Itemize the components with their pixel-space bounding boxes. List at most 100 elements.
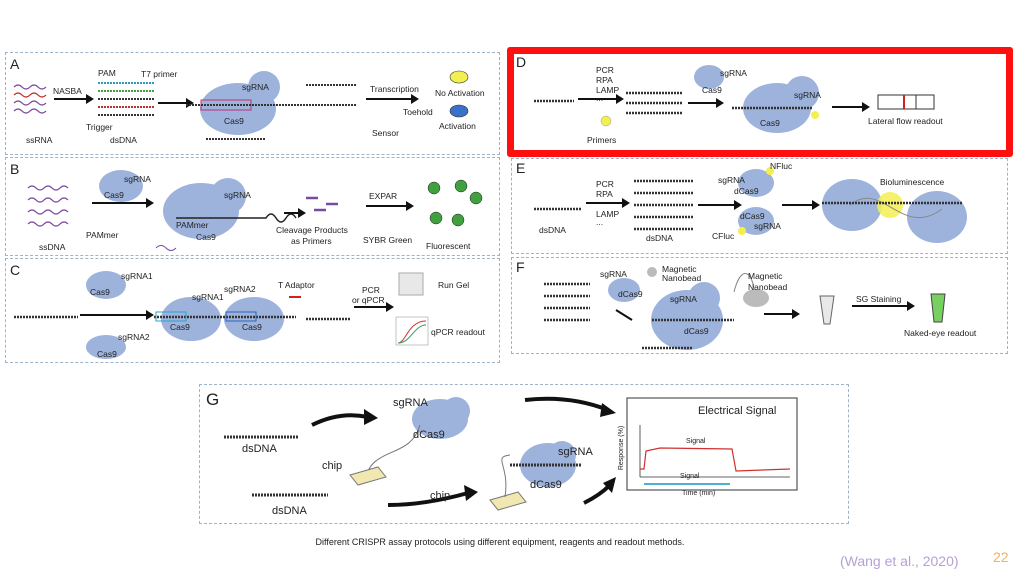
label-naked-eye-readout: Naked-eye readout [904, 328, 977, 338]
label-sgrna: sgRNA [794, 90, 821, 100]
label-lamp: LAMP [596, 85, 620, 95]
label-rpa: RPA [596, 189, 613, 199]
chart-label-signal-low: Signal [680, 473, 700, 480]
label-fluorescent: Fluorescent [426, 241, 471, 251]
label-dcas9-b: dCas9 [740, 211, 765, 221]
label-sgrna: sgRNA [224, 190, 251, 200]
label-t-adaptor: T Adaptor [278, 280, 315, 290]
label-or-qpcr: or qPCR [352, 295, 385, 305]
label-sgrna-small: sgRNA [720, 68, 747, 78]
label-sgrna1: sgRNA1 [121, 271, 153, 281]
panel-b-letter: B [10, 161, 20, 177]
label-pcr: PCR [596, 179, 614, 189]
chart-xlabel-time: Time (min) [682, 490, 716, 497]
label-chip-bottom: chip [430, 490, 451, 502]
label-pcr: PCR [596, 65, 614, 75]
figure-caption: Different CRISPR assay protocols using d… [315, 537, 685, 547]
label-as-primers: as Primers [291, 236, 332, 246]
label-cas9-c: Cas9 [242, 322, 262, 332]
label-dsdna: dsDNA [110, 135, 137, 145]
label-dcas9-big: dCas9 [684, 326, 709, 336]
label-pammer-small: PAMmer [176, 220, 209, 230]
panel-b: B sgRNA Cas9 sgRNA PAMmer Cas9 PAMmer Cl… [5, 157, 500, 256]
label-cas9-big: Cas9 [196, 232, 216, 242]
label-primers: Primers [587, 135, 617, 145]
label-t7-primer: T7 primer [141, 69, 178, 79]
label-dsdna-bottom: dsDNA [272, 505, 307, 517]
label-run-gel: Run Gel [438, 280, 470, 290]
label-sgrna: sgRNA [124, 174, 151, 184]
label-cas9-d: Cas9 [97, 349, 117, 359]
label-dcas9: dCas9 [618, 289, 643, 299]
label-ssrna: ssRNA [26, 135, 53, 145]
label-bioluminescence: Bioluminescence [880, 177, 945, 187]
label-pam: PAM [98, 68, 116, 78]
panel-e: E PCR RPA LAMP ... dsDNA dsDNA NFluc sgR… [511, 158, 1008, 254]
label-sensor: Sensor [372, 128, 399, 138]
citation: (Wang et al., 2020) [840, 553, 959, 569]
label-sgrna-top: sgRNA [393, 397, 428, 409]
label-ellipsis: ... [596, 93, 604, 103]
label-qpcr-readout: qPCR readout [431, 327, 485, 337]
label-cleavage-products: Cleavage Products [276, 225, 348, 235]
label-magnetic: Magnetic [748, 271, 783, 281]
label-lamp: LAMP [596, 209, 620, 219]
label-nanobead-small: Nanobead [662, 273, 702, 283]
label-sybr-green: SYBR Green [363, 235, 413, 245]
label-cas9: Cas9 [760, 118, 780, 128]
label-transcription: Transcription [370, 84, 419, 94]
label-dcas9: dCas9 [734, 186, 759, 196]
label-lateral-flow-readout: Lateral flow readout [868, 116, 943, 126]
panel-a-letter: A [10, 56, 20, 72]
label-pammer: PAMmer [86, 230, 119, 240]
panel-d: D PCR RPA LAMP ... Primers sgRNA Cas9 sg… [511, 52, 1008, 153]
panel-g: G dsDNA chip sgRNA dCas9 chip dsDNA sgRN… [199, 384, 849, 524]
label-dcas9-bottom: dCas9 [530, 479, 562, 491]
label-activation: Activation [439, 121, 476, 131]
panel-g-letter: G [206, 390, 220, 409]
label-nasba: NASBA [53, 86, 82, 96]
label-dsdna-top: dsDNA [242, 443, 277, 455]
panel-c-graphics [14, 271, 429, 359]
panel-e-letter: E [516, 160, 526, 176]
label-nfluc: NFluc [770, 161, 793, 171]
label-cas9: Cas9 [224, 116, 244, 126]
label-magnetic-small: Magnetic [662, 264, 697, 274]
label-toehold: Toehold [403, 107, 433, 117]
label-cas9-small: Cas9 [702, 85, 722, 95]
panel-g-graphics [224, 396, 798, 511]
label-pcr: PCR [362, 285, 380, 295]
label-sgrna: sgRNA [718, 175, 745, 185]
label-cas9-b: Cas9 [170, 322, 190, 332]
panel-a: A NASBA PAM T7 primer sgRNA Cas9 Transcr… [5, 52, 500, 155]
label-sgrna-b: sgRNA [754, 221, 781, 231]
label-expar: EXPAR [369, 191, 398, 201]
highlight-box [507, 47, 1013, 157]
label-ellipsis: ... [596, 217, 604, 227]
label-ssdna: ssDNA [39, 242, 66, 252]
panel-b-graphics [27, 170, 483, 251]
label-sgrna2: sgRNA2 [118, 332, 150, 342]
chart-label-signal-high: Signal [686, 438, 706, 445]
label-cas9: Cas9 [104, 190, 124, 200]
chart-title-electrical-signal: Electrical Signal [698, 405, 777, 417]
label-dsdna-mid: dsDNA [646, 233, 673, 243]
page-number: 22 [993, 549, 1009, 565]
panel-f: F sgRNA dCas9 Magnetic Nanobead sgRNA dC… [511, 257, 1008, 354]
label-nanobead: Nanobead [748, 282, 788, 292]
label-no-activation: No Activation [435, 88, 485, 98]
label-sgrna2-b: sgRNA2 [224, 284, 256, 294]
panel-c: C sgRNA1 Cas9 sgRNA2 sgRNA1 Cas9 Cas9 sg… [5, 258, 500, 363]
panel-e-graphics [534, 167, 967, 243]
panel-a-graphics [13, 70, 469, 140]
label-chip-top: chip [322, 460, 343, 472]
label-sgrna: sgRNA [600, 269, 627, 279]
label-sgrna-big: sgRNA [670, 294, 697, 304]
label-dcas9-top: dCas9 [413, 429, 445, 441]
label-rpa: RPA [596, 75, 613, 85]
panel-c-letter: C [10, 262, 21, 278]
label-sgrna: sgRNA [242, 82, 269, 92]
chart-ylabel-response: Response (%) [618, 425, 626, 471]
label-sgrna-bottom: sgRNA [558, 446, 593, 458]
label-dsdna-left: dsDNA [539, 225, 566, 235]
